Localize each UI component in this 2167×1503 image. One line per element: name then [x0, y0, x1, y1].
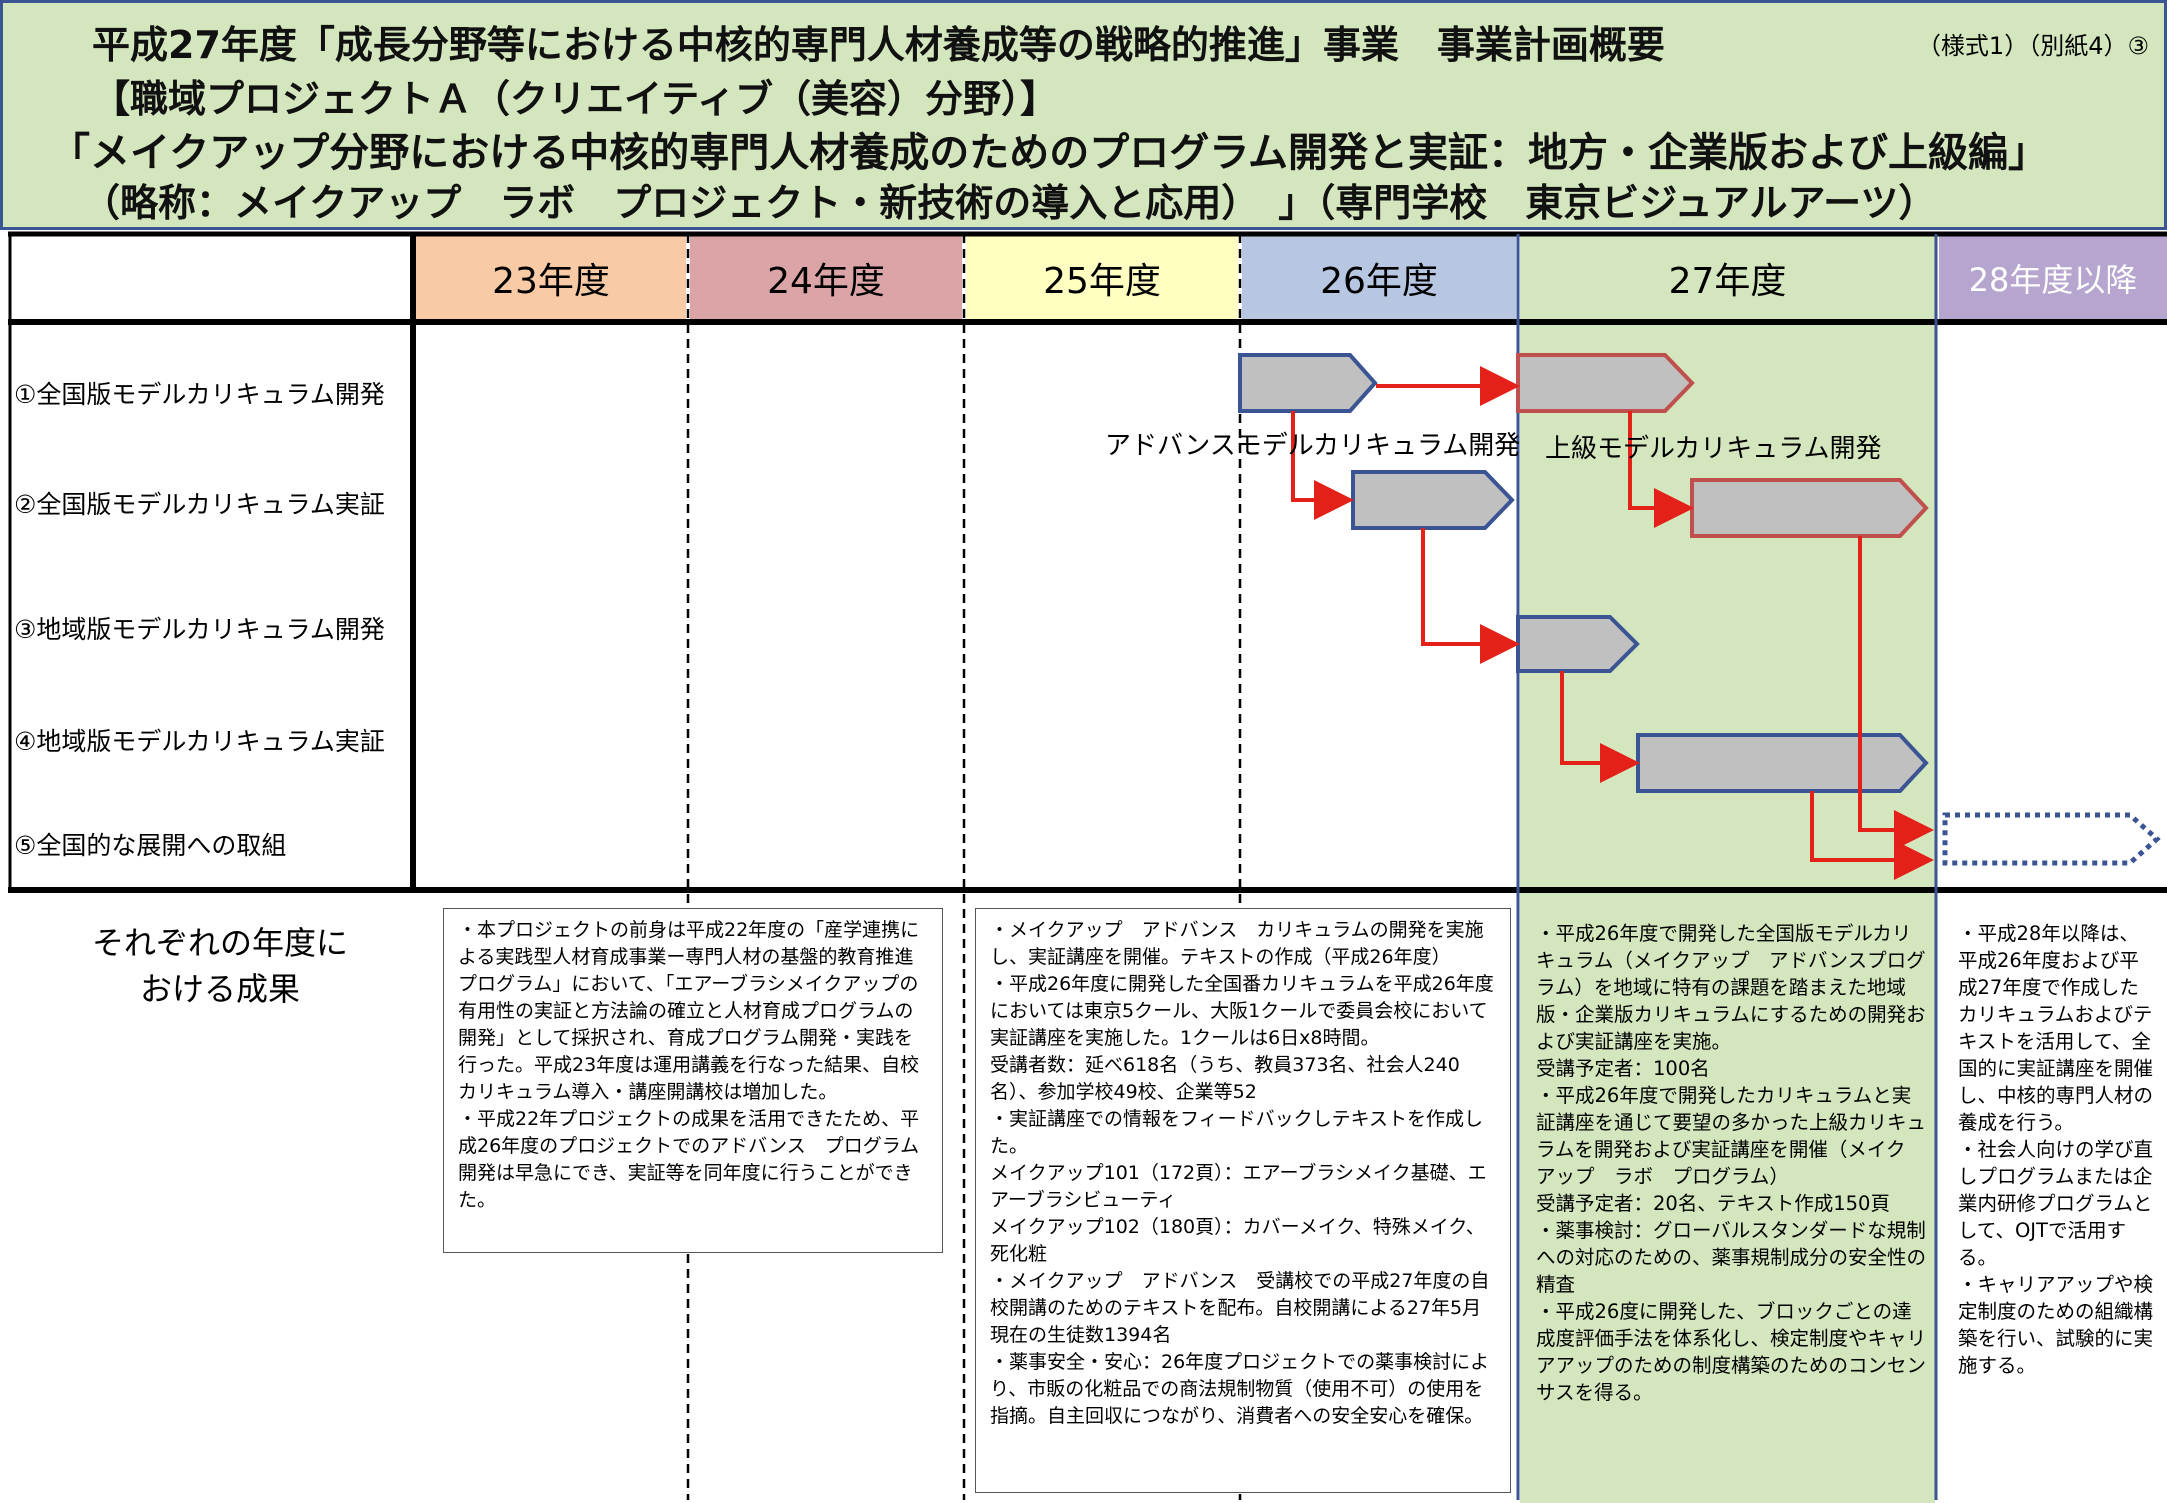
year-header-27: 27年度 — [1520, 236, 1935, 320]
header-project-field: 【職域プロジェクトＡ（クリエイティブ（美容）分野）】 — [92, 77, 1058, 121]
row-label-4: ④地域版モデルカリキュラム実証 — [14, 727, 385, 756]
bar-row4-27 — [1636, 733, 1929, 793]
bar-row3-27 — [1516, 615, 1640, 673]
label-upper-curriculum: 上級モデルカリキュラム開発 — [1545, 434, 1882, 464]
arrow-row3-27-to-row4-27 — [1560, 671, 1640, 783]
arrow-row4-27-to-row5 — [1810, 791, 1934, 880]
row-label-3: ③地域版モデルカリキュラム開発 — [14, 615, 385, 644]
year-header-28: 28年度以降 — [1939, 236, 2167, 320]
result-23: ・本プロジェクトの前身は平成22年度の「産学連携による実践型人材育成事業ー専門人… — [443, 908, 943, 1253]
page-header: 平成27年度「成長分野等における中核的専門人材養成等の戦略的推進」事業 事業計画… — [0, 0, 2167, 230]
label-advance-curriculum: アドバンスモデルカリキュラム開発 — [1105, 431, 1521, 461]
bar-row1-27 — [1516, 353, 1695, 413]
header-title: 平成27年度「成長分野等における中核的専門人材養成等の戦略的推進」事業 事業計画… — [92, 23, 1665, 67]
bar-row5-28 — [1942, 812, 2161, 866]
header-project-title: 「メイクアップ分野における中核的専門人材養成のためのプログラム開発と実証：地方・… — [50, 130, 2048, 176]
arrow-row2-27-to-row5 — [1858, 536, 1934, 850]
year-header-25: 25年度 — [966, 236, 1238, 320]
row-label-2: ②全国版モデルカリキュラム実証 — [14, 490, 385, 519]
bar-row2-26 — [1351, 470, 1515, 530]
year-header-23: 23年度 — [416, 236, 686, 320]
bar-row2-27 — [1690, 478, 1929, 538]
results-section-label: それぞれの年度に おける成果 — [91, 924, 348, 1008]
header-project-short-name: （略称：メイクアップ ラボ プロジェクト・新技術の導入と応用） 」（専門学校 東… — [82, 181, 1937, 225]
result-25: ・メイクアップ アドバンス カリキュラムの開発を実施し、実証講座を開催。テキスト… — [975, 908, 1511, 1493]
arrow-row2-26-to-row3-27 — [1421, 528, 1520, 664]
row-label-1: ①全国版モデルカリキュラム開発 — [14, 380, 385, 409]
form-note: （様式1）（別紙4）③ — [1916, 32, 2149, 60]
result-27: ・平成26年度で開発した全国版モデルカリキュラム（メイクアップ アドバンスプログ… — [1536, 922, 1927, 1404]
bar-row1-26 — [1238, 353, 1378, 413]
arrow-row1-26-to-row2-26 — [1291, 411, 1354, 520]
result-28: ・平成28年以降は、平成26年度および平成27年度で作成したカリキュラムおよびテ… — [1958, 922, 2154, 1377]
year-header-24: 24年度 — [690, 236, 962, 320]
year-header-26: 26年度 — [1242, 236, 1516, 320]
row-label-5: ⑤全国的な展開への取組 — [14, 831, 287, 860]
arrow-row1-27-to-row2-27 — [1628, 411, 1694, 528]
